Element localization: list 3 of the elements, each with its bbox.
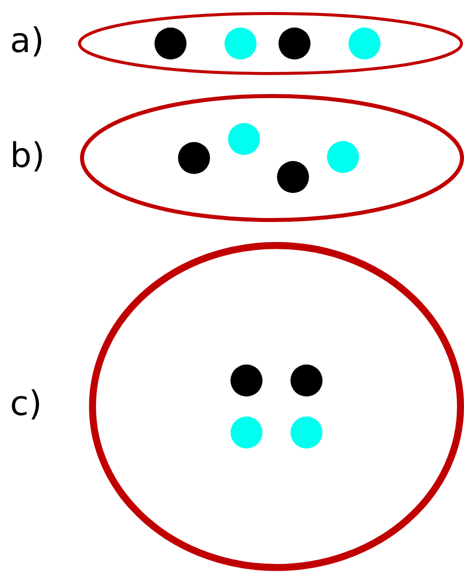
panel-label: a): [10, 24, 44, 58]
panel-label: b): [10, 139, 45, 173]
panel-label: c): [10, 387, 42, 421]
